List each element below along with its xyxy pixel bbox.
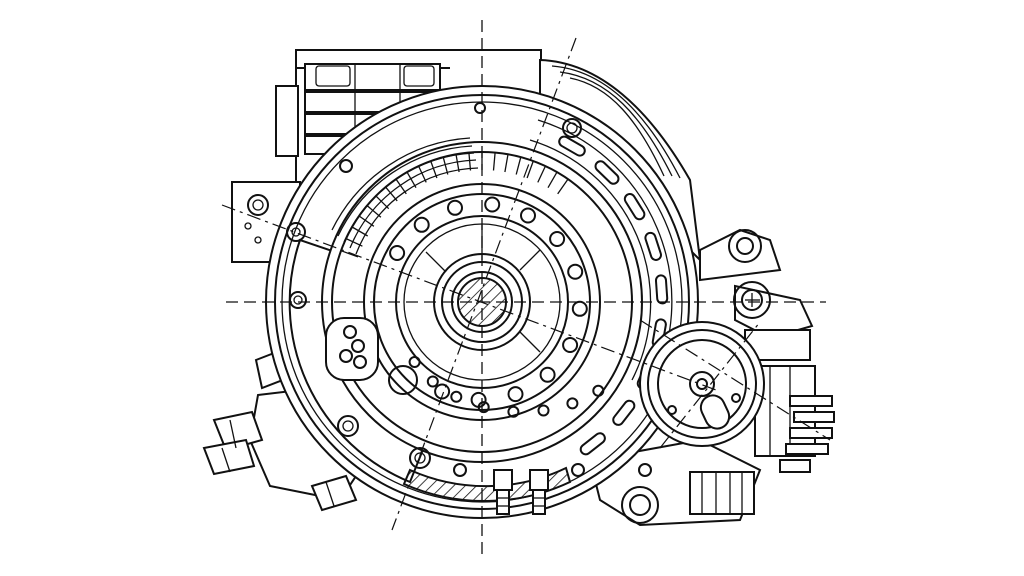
- lower-bolt-hole: [592, 384, 605, 397]
- cooling-slot: [623, 192, 646, 221]
- rotor-bolt-hole: [389, 245, 406, 261]
- cooling-slot: [654, 274, 669, 305]
- cooling-slot: [558, 135, 586, 157]
- rotor-bolt-hole: [413, 216, 430, 233]
- rotor-bolt-hole: [549, 231, 566, 247]
- winding-tick: [366, 205, 382, 218]
- rotor-bolt-hole: [507, 386, 524, 403]
- cooling-slot: [579, 432, 606, 456]
- winding-tick: [345, 238, 363, 247]
- winding-tick: [406, 171, 417, 189]
- winding-tick: [442, 156, 449, 175]
- cooling-slot: [612, 399, 636, 426]
- center-lines: [221, 20, 831, 556]
- winding-tick: [340, 250, 359, 258]
- winding-tick: [418, 165, 427, 183]
- winding-tick: [526, 160, 534, 179]
- winding-tick: [537, 165, 546, 183]
- winding-tick: [351, 226, 369, 237]
- winding-tick: [515, 156, 522, 175]
- lower-bolt-hole: [408, 356, 421, 368]
- right-mount-lugs: [699, 228, 814, 340]
- rotor-bolt-hole: [434, 383, 451, 400]
- cooling-slot: [644, 231, 662, 261]
- lower-bolt-hole: [477, 401, 490, 414]
- winding-tick: [385, 186, 398, 202]
- winding-tick: [557, 178, 569, 195]
- lower-bolt-hole: [566, 397, 579, 410]
- winding-tick: [547, 171, 558, 189]
- stator-winding: [340, 152, 569, 258]
- winding-tick: [375, 195, 390, 210]
- rotor-bolt-hole: [562, 337, 579, 353]
- lower-bolt-row: [408, 356, 605, 418]
- rotor-bolt-hole: [520, 207, 536, 224]
- winding-tick: [430, 160, 438, 179]
- winding-tick: [492, 152, 496, 171]
- rotor-bolt-hole: [539, 366, 556, 383]
- front-cover-features: [286, 102, 582, 469]
- cooling-slot: [594, 160, 620, 185]
- lower-bolt-hole: [537, 404, 550, 417]
- lower-bolt-hole: [450, 390, 463, 403]
- winding-tick: [455, 154, 460, 173]
- lower-bolt-hole: [426, 375, 439, 388]
- rotor-bolt-hole: [484, 196, 501, 213]
- lower-bolt-hole: [507, 405, 520, 418]
- bottom-studs: [453, 463, 585, 515]
- winding-tick: [468, 152, 472, 171]
- rotor-bolt-hole: [447, 199, 463, 216]
- winding-tick: [358, 215, 375, 227]
- winding-tick: [504, 154, 509, 173]
- rotor-bolt-hole: [567, 263, 584, 280]
- winding-tick: [395, 178, 407, 195]
